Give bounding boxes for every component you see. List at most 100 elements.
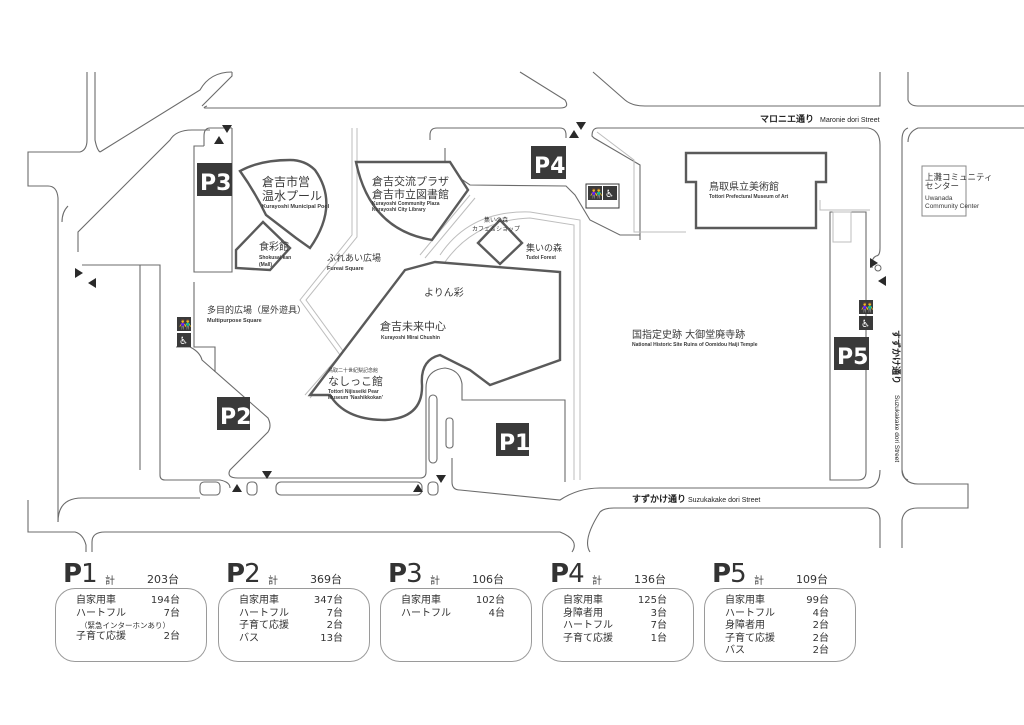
space-type: ハートフル	[76, 607, 126, 619]
walkway-8	[819, 200, 870, 211]
svg-text:Maronie dori Street: Maronie dori Street	[820, 117, 880, 124]
amenity-icons: 👫 ♿ 👫 ♿ 👫 ♿	[177, 183, 874, 347]
svg-text:👫: 👫	[861, 301, 874, 314]
svg-text:♿: ♿	[861, 319, 870, 330]
plaza-label-en2: Kurayoshi City Library	[372, 207, 426, 213]
plaza-label-jp2: 倉吉市立図書館	[372, 187, 449, 201]
road-p3-lot	[193, 145, 233, 273]
space-type: バス	[239, 632, 259, 644]
exit-arrow-icon	[436, 475, 446, 483]
road-p5-lot	[829, 211, 867, 481]
space-count: 2台	[812, 620, 829, 631]
p2-marker[interactable]: P2	[217, 397, 251, 430]
svg-text:♿: ♿	[179, 336, 188, 347]
space-count: 1台	[650, 632, 667, 644]
parking-lot-id: P3	[388, 559, 423, 589]
space-type: 身障者用	[563, 607, 603, 619]
building-uwanada	[921, 165, 967, 217]
road-left-upper	[27, 72, 88, 522]
ruins-label-en: National Historic Site Ruins of Oomidou …	[632, 342, 758, 348]
total-count: 109台	[796, 573, 828, 586]
svg-text:♿: ♿	[605, 189, 614, 200]
space-type: ハートフル	[239, 607, 289, 619]
nashikko-label-en1: Tottori Nijisseiki Pear	[328, 389, 379, 395]
p3-marker[interactable]: P3	[197, 163, 232, 196]
road-south-west	[57, 497, 200, 523]
wheelchair-icon: ♿	[859, 316, 873, 330]
pool-label-jp1: 倉吉市営	[262, 174, 310, 189]
p1-marker[interactable]: P1	[496, 423, 530, 456]
ruins-label-jp: 国指定史跡 大御堂廃寺跡	[632, 328, 745, 341]
space-type: バス	[725, 645, 745, 656]
space-count: 2台	[163, 631, 180, 642]
space-count: 347台	[313, 595, 343, 606]
restroom-icon: 👫	[177, 317, 192, 331]
road-top-right	[592, 71, 881, 107]
svg-text:P4: P4	[534, 154, 565, 179]
space-type: 子育て応援	[563, 632, 613, 644]
space-count: 102台	[475, 595, 505, 606]
space-count: 3台	[650, 607, 667, 619]
road-p2-upper-left	[193, 282, 216, 372]
mirai-label-en: Kurayoshi Mirai Chushin	[381, 335, 440, 341]
cafe-label-jp2: カフェ＆ショップ	[472, 226, 520, 233]
space-count: 4台	[812, 607, 829, 619]
parking-lot-id: P2	[226, 559, 261, 589]
parking-lot-id: P4	[550, 559, 585, 589]
total-label: 計	[268, 576, 278, 587]
space-type: 子育て応援	[725, 632, 775, 644]
space-type: （緊急インターホンあり）	[80, 621, 170, 630]
p5-marker[interactable]: P5	[834, 337, 869, 370]
walkway-4	[424, 197, 476, 259]
p4-marker[interactable]: P4	[531, 146, 566, 179]
space-count: 2台	[812, 645, 829, 656]
nashikko-label-en2: Museum 'Nashikkokan'	[328, 395, 383, 401]
uwanada-label-jp2: センター	[925, 182, 959, 192]
space-type: ハートフル	[563, 620, 613, 631]
svg-text:Suzukakake dori Street: Suzukakake dori Street	[688, 497, 760, 504]
svg-text:P5: P5	[837, 345, 868, 370]
building-mirai-chushin	[307, 260, 562, 422]
space-count: 194台	[150, 595, 180, 606]
walkway-6	[444, 217, 575, 480]
road-maronie-south-mid	[437, 127, 567, 138]
road-left-upper-2	[94, 72, 101, 153]
median-1	[275, 481, 423, 496]
total-label: 計	[754, 576, 764, 587]
total-count: 106台	[472, 573, 504, 586]
facility-labels: 倉吉市営 温水プール Kurayoshi Municipal Pool 食彩館 …	[207, 172, 993, 401]
tudoi-label-jp: 集いの森	[526, 242, 562, 254]
space-count: 7台	[163, 607, 180, 619]
buildings	[234, 151, 967, 422]
road-west-curve	[61, 205, 69, 223]
road-network	[27, 71, 1024, 553]
svg-text:すずかけ通り: すずかけ通り	[890, 330, 902, 384]
parking-lot-id: P5	[712, 559, 747, 589]
total-label: 計	[105, 576, 115, 587]
svg-text:P2: P2	[220, 405, 251, 430]
space-count: 2台	[326, 620, 343, 631]
space-count: 7台	[326, 607, 343, 619]
road-suzukakake-south-east	[587, 507, 881, 553]
median-4	[199, 481, 221, 496]
space-type: ハートフル	[401, 607, 451, 619]
wheelchair-icon: ♿	[603, 186, 617, 200]
svg-text:Suzukakake dori Street: Suzukakake dori Street	[893, 395, 900, 462]
pool-label-en: Kurayoshi Municipal Pool	[262, 204, 330, 210]
plaza-label-jp1: 倉吉交流プラザ	[372, 174, 449, 188]
total-count: 136台	[634, 573, 666, 586]
space-count: 4台	[488, 607, 505, 619]
